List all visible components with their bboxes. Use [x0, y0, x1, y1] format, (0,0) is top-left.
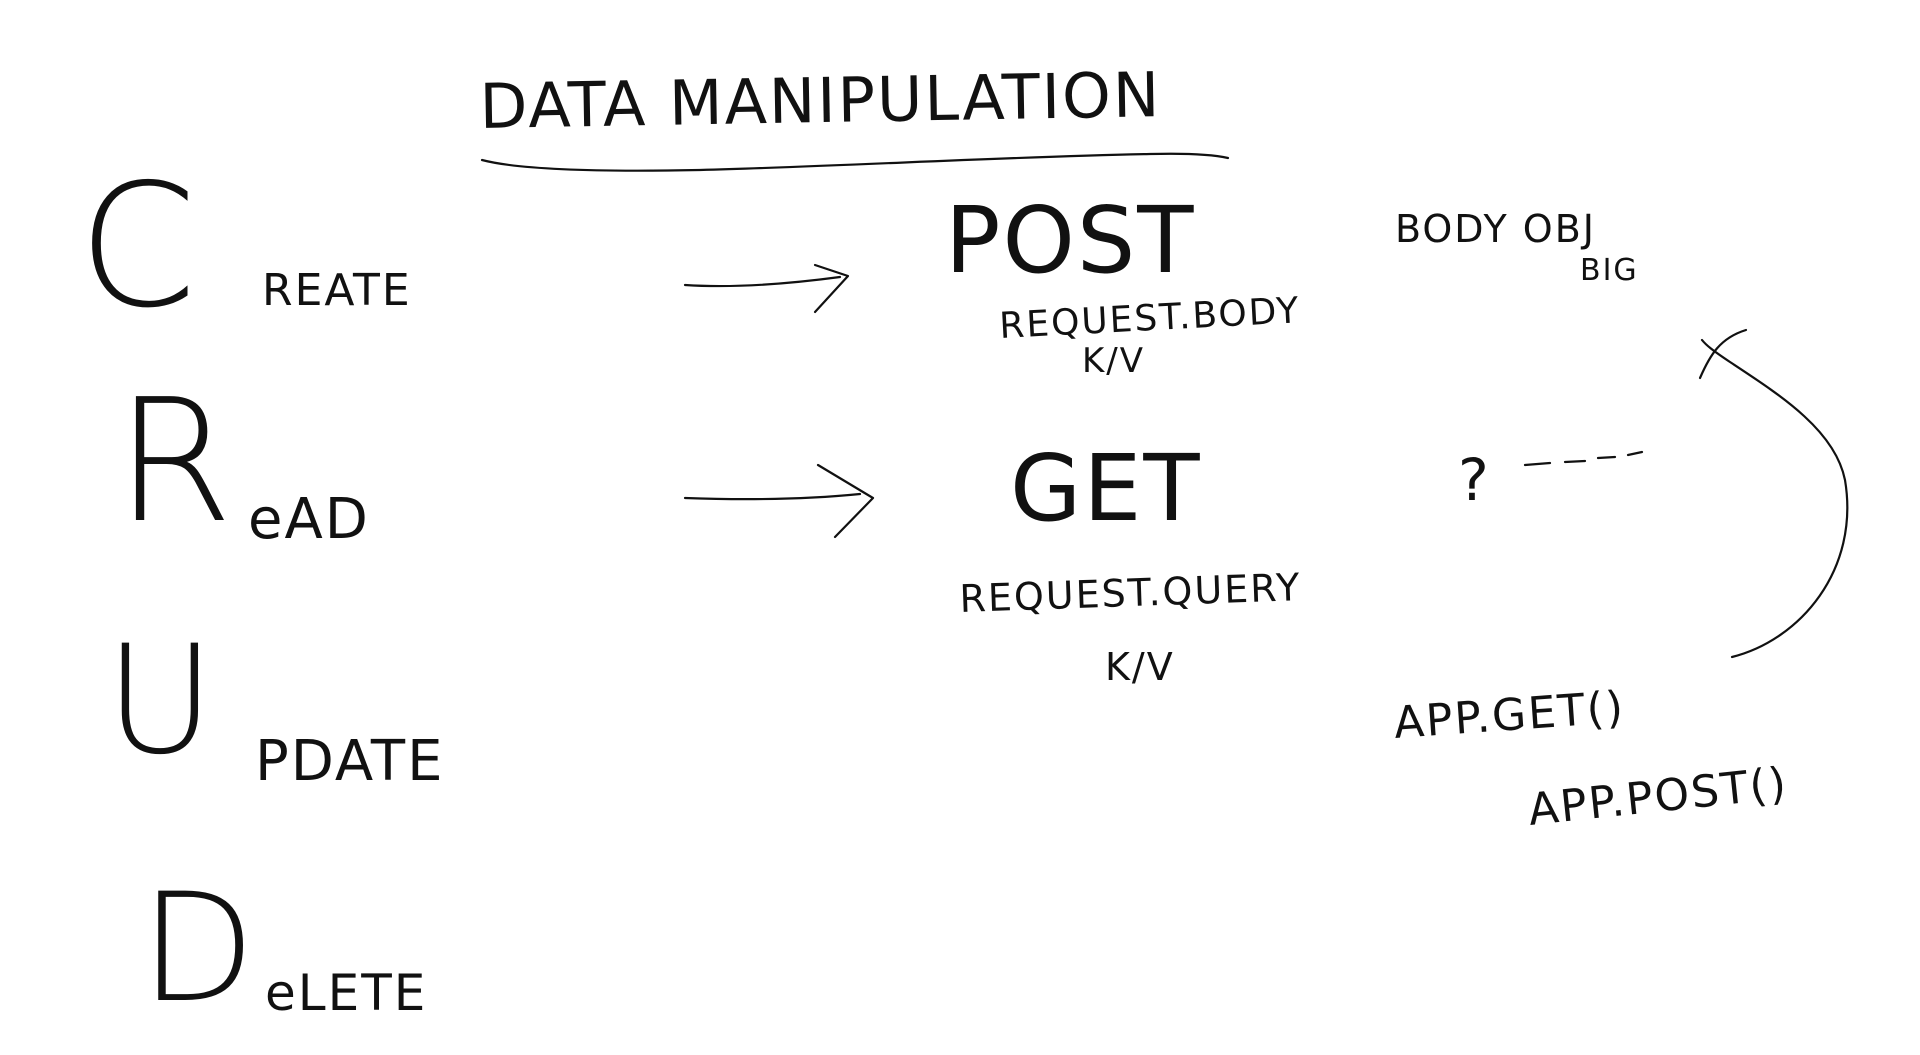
- post-format: K/V: [1082, 341, 1145, 381]
- post-verb: POST: [945, 187, 1196, 294]
- crud-rest-delete: eLETE: [265, 964, 427, 1022]
- query-marker: ?: [1458, 446, 1491, 514]
- arrow-read-to-get: [683, 463, 875, 539]
- app-get-call: APP.GET(): [1392, 682, 1626, 749]
- curved-arrow: [1698, 328, 1849, 659]
- crud-initial-u: U: [105, 614, 217, 788]
- crud-initial-c: C: [78, 148, 199, 346]
- body-note-line2: BIG: [1580, 253, 1639, 288]
- crud-rest-update: PDATE: [255, 729, 444, 794]
- crud-initial-r: R: [115, 363, 235, 561]
- body-note-line1: BODY OBJ: [1395, 207, 1596, 251]
- page-title: DATA MANIPULATION: [479, 58, 1162, 143]
- crud-rest-create: REATE: [262, 265, 412, 316]
- title-underline: [480, 152, 1230, 172]
- query-dashes: [1523, 450, 1644, 467]
- arrow-create-to-post: [683, 263, 850, 314]
- app-post-call: APP.POST(): [1526, 758, 1791, 836]
- get-format: K/V: [1105, 645, 1175, 689]
- get-verb: GET: [1010, 435, 1202, 542]
- get-source: REQUEST.QUERY: [959, 565, 1302, 621]
- post-source: REQUEST.BODY: [998, 290, 1301, 347]
- crud-initial-d: D: [140, 862, 258, 1036]
- crud-rest-read: eAD: [248, 487, 370, 552]
